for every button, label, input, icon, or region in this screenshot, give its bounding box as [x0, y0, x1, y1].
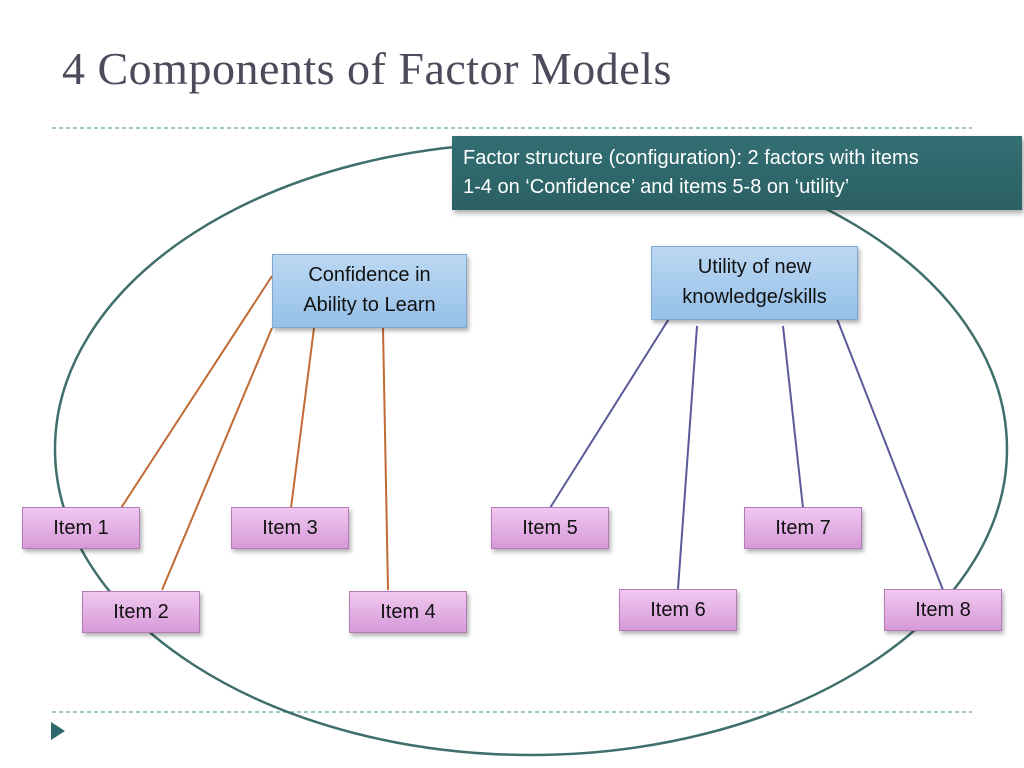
factor-box-utility: Utility of new knowledge/skills: [651, 246, 858, 320]
item-box-7: Item 7: [744, 507, 862, 549]
factor-utility-line-2: knowledge/skills: [682, 286, 827, 308]
slide-title: 4 Components of Factor Models: [62, 43, 672, 94]
next-slide-icon[interactable]: [50, 721, 66, 741]
link-f2-item8: [831, 305, 944, 591]
link-f1-item4: [382, 327, 389, 591]
link-f2-item6: [677, 325, 698, 590]
item-box-6: Item 6: [619, 589, 737, 631]
item-box-1: Item 1: [22, 507, 140, 549]
factor-box-confidence: Confidence in Ability to Learn: [272, 254, 467, 328]
link-f1-item2: [161, 327, 273, 591]
factor-confidence-line-2: Ability to Learn: [303, 294, 436, 316]
link-f2-item7: [782, 325, 804, 509]
factor-utility-line-1: Utility of new: [697, 256, 812, 278]
item-box-2: Item 2: [82, 591, 200, 633]
callout-line-1: Factor structure (configuration): 2 fact…: [463, 147, 919, 169]
item-box-5: Item 5: [491, 507, 609, 549]
link-f1-item1: [120, 275, 273, 509]
callout-line-2: 1-4 on ‘Confidence’ and items 5-8 on ‘ut…: [463, 176, 850, 198]
item-box-4: Item 4: [349, 591, 467, 633]
link-f2-item5: [549, 305, 678, 509]
item-box-8: Item 8: [884, 589, 1002, 631]
item-box-3: Item 3: [231, 507, 349, 549]
factor-confidence-line-1: Confidence in: [308, 264, 431, 286]
factor-structure-callout: Factor structure (configuration): 2 fact…: [452, 136, 1022, 210]
link-f1-item3: [290, 327, 315, 509]
factor-structure-ellipse: [53, 141, 1009, 757]
